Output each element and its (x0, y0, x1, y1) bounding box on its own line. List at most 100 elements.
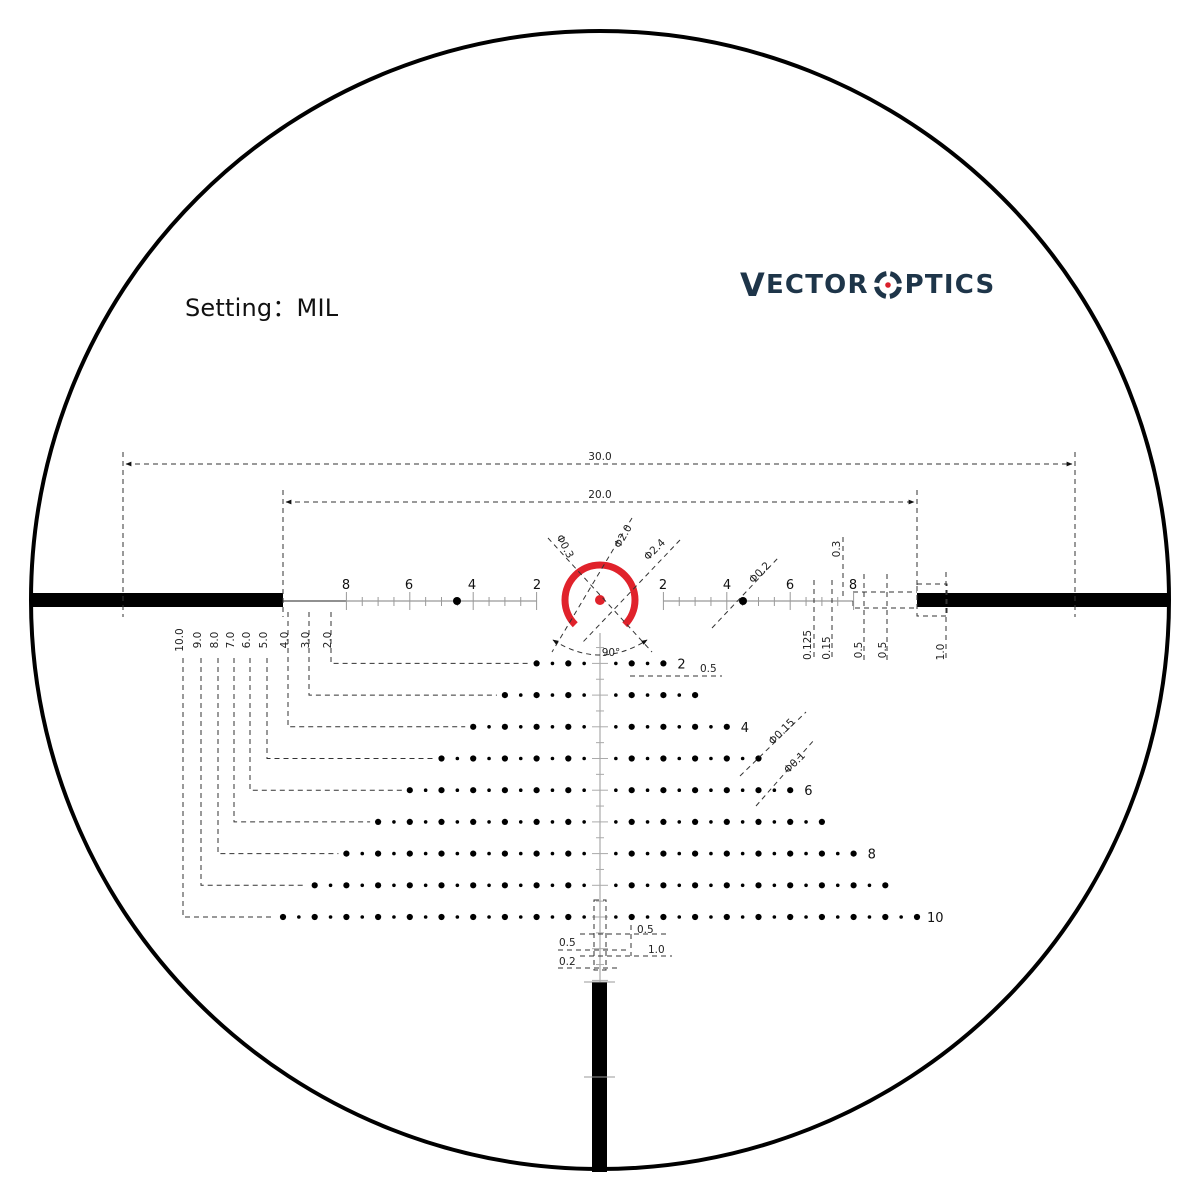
holdover-dot-small (614, 915, 618, 919)
holdover-label-8: 8.0 (209, 632, 221, 649)
holdover-dot-small (740, 851, 745, 856)
holdover-dot-large (470, 723, 477, 730)
logo-word-ector: ECTOR (765, 270, 869, 300)
holdover-dot-large (533, 723, 540, 730)
holdover-dot-small (392, 883, 396, 888)
holdover-dot-large (311, 882, 318, 889)
holdover-dot-small (518, 788, 523, 792)
holdover-dot-small (614, 661, 618, 666)
setting-label: Setting： (185, 294, 297, 322)
holdover-dot-large (723, 818, 730, 826)
holdover-dot-large (755, 850, 762, 857)
holdover-dot-small (455, 883, 460, 888)
holdover-dot-small (772, 915, 777, 919)
aim-center-dot (595, 595, 605, 605)
holdover-dot-small (645, 915, 650, 919)
holdover-dot-large (818, 913, 826, 921)
holdover-dot-large (628, 882, 635, 889)
holdover-dot-small (677, 725, 682, 729)
holdover-leader-line (217, 658, 339, 855)
holdover-dot-large (533, 660, 540, 667)
holdover-dot-large (501, 723, 508, 730)
holdover-dot-small (677, 915, 682, 919)
holdover-dot-small (709, 915, 713, 919)
holdover-dot-small (518, 756, 523, 761)
holdover-label-5: 5.0 (258, 632, 270, 649)
holdover-dot-small (518, 915, 523, 919)
holdover-dot-small (645, 851, 650, 856)
holdover-dot-small (487, 725, 491, 729)
logo-word-ptics: PTICS (904, 270, 996, 300)
holdover-leader-line (308, 612, 497, 696)
holdover-dot-large (660, 787, 667, 794)
large-dot-diameter-label: Φ0.15 (766, 716, 797, 747)
holdover-dot-large (850, 850, 857, 857)
row-spacing-label: 0.5 (700, 663, 717, 675)
holdover-dot-large (818, 818, 826, 826)
holdover-dot-large (470, 818, 477, 826)
holdover-dot-large (723, 850, 730, 857)
holdover-dot-small (550, 883, 555, 888)
holdover-dot-small (550, 915, 555, 919)
holdover-dot-large (533, 913, 540, 921)
holdover-dot-small (360, 851, 365, 856)
holdover-dot-small (550, 756, 555, 761)
holdover-dot-small (550, 693, 555, 697)
holdover-dot-small (582, 883, 586, 888)
holdover-dot-large (660, 692, 667, 699)
holdover-dot-small (518, 693, 523, 697)
holdover-dot-large (470, 755, 477, 762)
holdover-dot-large (692, 723, 699, 730)
bottom-post-tick-box (593, 899, 607, 971)
holdover-dot-small (645, 788, 650, 792)
holdover-dot-large (628, 692, 635, 699)
logo-crosshair-o-icon (873, 271, 902, 299)
holdover-dot-large (406, 882, 413, 889)
holdover-dot-large (470, 882, 477, 889)
holdover-dot-small (645, 756, 650, 761)
holdover-dot-small (328, 915, 333, 919)
holdover-dot-large (755, 787, 762, 794)
holdover-dot-small (645, 693, 650, 697)
holdover-dot-small (835, 851, 840, 856)
holdover-dot-small (423, 915, 428, 919)
holdover-label-10: 10.0 (174, 628, 186, 651)
logo-letter-v: V (740, 266, 766, 304)
holdover-dot-large (565, 850, 572, 857)
holdover-dot-small (582, 851, 586, 856)
holdover-dot-small (804, 851, 808, 856)
holdover-dot-large (723, 913, 730, 921)
holdover-dot-large (438, 850, 445, 857)
right-scale-label-6: 6 (786, 578, 794, 593)
holdover-dot-large (470, 913, 477, 921)
holdover-dot-large (438, 882, 445, 889)
holdover-dot-small (550, 661, 555, 666)
holdover-label-6: 6.0 (241, 632, 253, 649)
holdover-dot-large (660, 723, 667, 730)
holdover-dot-small (487, 820, 491, 824)
holdover-dot-small (423, 788, 428, 792)
ring-outer-diameter-label: Φ2.4 (642, 537, 668, 563)
center-dot-dimension-line (547, 537, 653, 653)
row-label-10: 10 (927, 911, 944, 926)
holdover-dot-small (582, 693, 586, 697)
holdover-leader-line (266, 658, 434, 759)
holdover-dot-large (501, 787, 508, 794)
holdover-dot-large (692, 755, 699, 762)
row-label-4: 4 (741, 721, 749, 736)
holdover-dot-large (533, 787, 540, 794)
scale-dot-dimension-line (711, 557, 779, 629)
holdover-dot-large (723, 723, 730, 730)
holdover-dot-large (692, 787, 699, 794)
bottom-gap-label: 0.2 (559, 956, 576, 968)
holdover-dot-large (660, 660, 667, 667)
holdover-dot-small (455, 788, 460, 792)
holdover-dot-large (565, 723, 572, 730)
ring-inner-dimension-line (551, 517, 633, 653)
holdover-dot-large (533, 818, 540, 826)
right-thick-bar (917, 593, 1170, 607)
holdover-dot-large (755, 882, 762, 889)
holdover-dot-large (787, 818, 794, 826)
center-dot-diameter-label: Φ0.3 (553, 533, 575, 561)
